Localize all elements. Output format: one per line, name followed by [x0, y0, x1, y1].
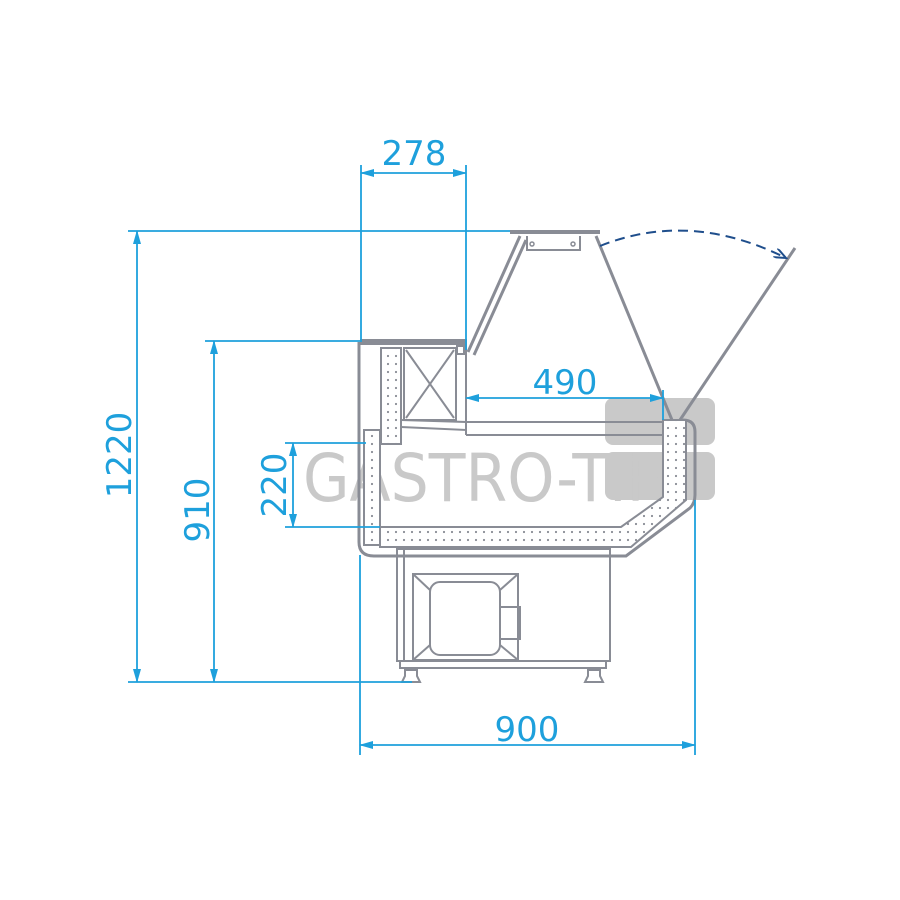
dim-900: 900 [495, 710, 560, 750]
cabinet [357, 229, 797, 683]
dim-490: 490 [533, 363, 598, 403]
dimensions: 278 1220 910 220 490 900 [100, 134, 696, 755]
watermark-text: GASTRO-TIP [303, 440, 663, 517]
dim-220: 220 [255, 453, 295, 518]
glass-opening-arc [599, 229, 786, 258]
dim-1220: 1220 [100, 412, 140, 499]
dim-278: 278 [382, 134, 447, 174]
dim-910: 910 [178, 478, 218, 543]
